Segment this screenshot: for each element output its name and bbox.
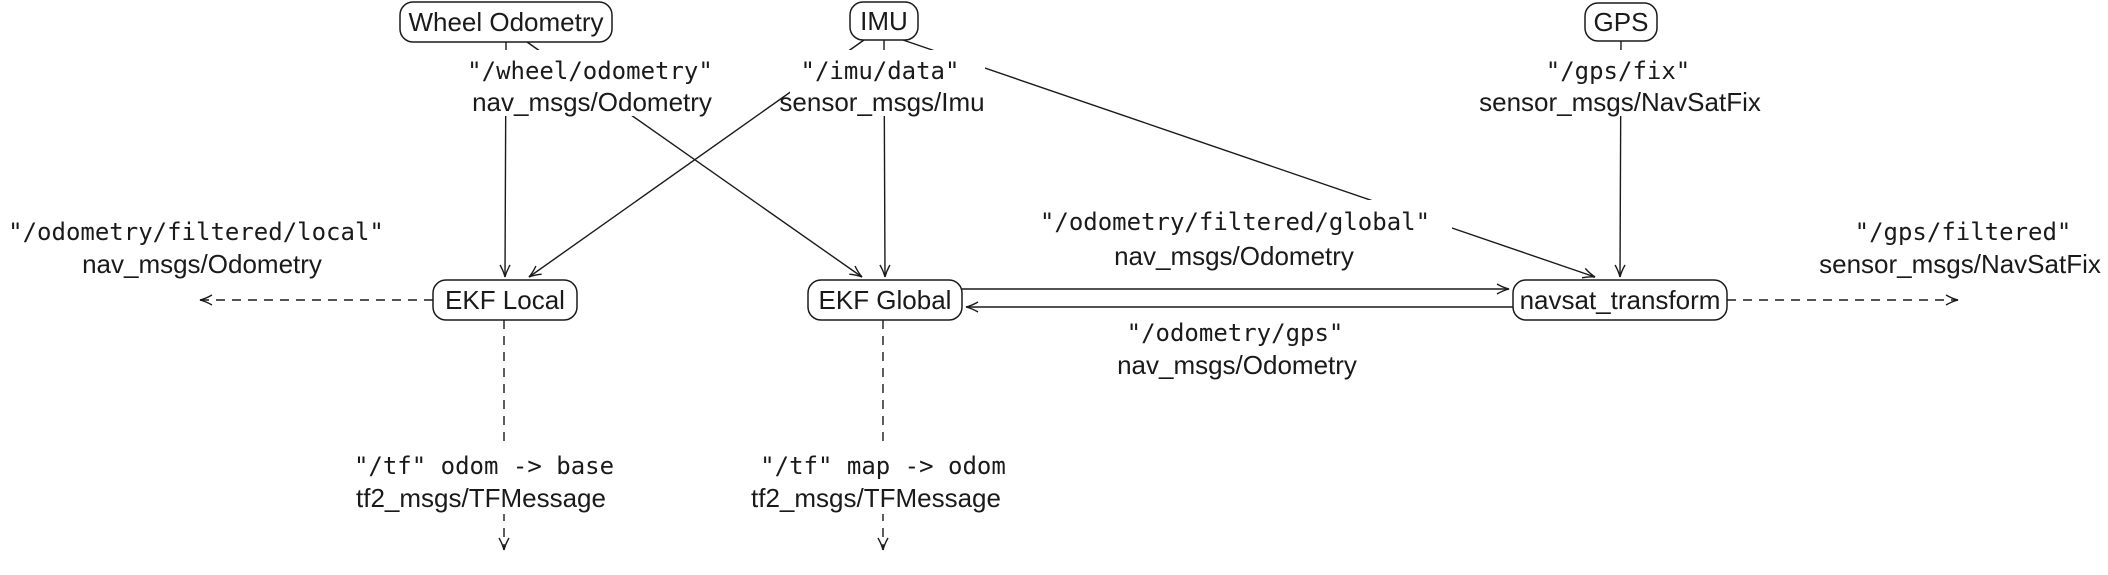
- topic-type: nav_msgs/Odometry: [82, 249, 322, 279]
- node-imu: IMU: [849, 1, 919, 41]
- topic-label-gps-fix: "/gps/fix" sensor_msgs/NavSatFix: [1479, 57, 1761, 117]
- topic-type: sensor_msgs/Imu: [779, 87, 984, 117]
- node-box: [849, 1, 919, 41]
- topic-name: "/odometry/filtered/global": [1040, 208, 1430, 236]
- topic-type: nav_msgs/Odometry: [472, 87, 712, 117]
- topic-name: "/gps/filtered": [1855, 218, 2072, 246]
- topic-type: sensor_msgs/NavSatFix: [1479, 87, 1761, 117]
- node-gps: GPS: [1584, 2, 1658, 42]
- edge-imu-to-navsat-transform: [902, 39, 1596, 279]
- topic-label-tf-odom-base: "/tf" odom -> base tf2_msgs/TFMessage: [354, 452, 614, 513]
- label-mask: [368, 448, 600, 514]
- topic-name: "/wheel/odometry": [467, 57, 713, 85]
- topic-label-gps-filtered: "/gps/filtered" sensor_msgs/NavSatFix: [1819, 218, 2101, 279]
- node-label: Wheel Odometry: [408, 7, 603, 37]
- node-label: GPS: [1594, 7, 1649, 37]
- topic-name: "/tf" odom -> base: [354, 452, 614, 480]
- topic-label-odometry-filtered-local: "/odometry/filtered/local" nav_msgs/Odom…: [8, 218, 384, 279]
- topic-type: sensor_msgs/NavSatFix: [1819, 249, 2101, 279]
- topic-name: "/tf" map -> odom: [760, 452, 1006, 480]
- node-box: [1584, 2, 1658, 42]
- label-mask: [756, 448, 1010, 514]
- label-mask: [1480, 50, 1762, 116]
- node-label: navsat_transform: [1520, 285, 1721, 315]
- topic-type: nav_msgs/Odometry: [1114, 241, 1354, 271]
- label-mask: [458, 50, 718, 116]
- node-box: [399, 1, 613, 43]
- label-mask: [790, 50, 985, 116]
- topic-label-wheel-odometry: "/wheel/odometry" nav_msgs/Odometry: [467, 57, 713, 117]
- node-wheel-odometry: Wheel Odometry: [399, 1, 613, 43]
- node-ekf-local: EKF Local: [432, 279, 578, 321]
- node-box: [432, 279, 578, 321]
- node-navsat-transform: navsat_transform: [1512, 279, 1728, 321]
- topic-name: "/imu/data": [801, 57, 960, 85]
- node-box: [1512, 279, 1728, 321]
- node-label: EKF Local: [445, 285, 565, 315]
- topic-name: "/odometry/filtered/local": [8, 218, 384, 246]
- node-ekf-global: EKF Global: [807, 279, 963, 321]
- topic-name: "/gps/fix": [1546, 57, 1691, 85]
- topic-label-tf-map-odom: "/tf" map -> odom tf2_msgs/TFMessage: [751, 452, 1006, 513]
- topic-type: tf2_msgs/TFMessage: [751, 483, 1001, 513]
- topic-type: tf2_msgs/TFMessage: [356, 483, 606, 513]
- node-label: IMU: [860, 6, 908, 36]
- topic-label-imu-data: "/imu/data" sensor_msgs/Imu: [779, 57, 984, 117]
- topic-type: nav_msgs/Odometry: [1117, 350, 1357, 380]
- node-box: [807, 279, 963, 321]
- topic-name: "/odometry/gps": [1127, 319, 1344, 347]
- label-mask: [1040, 200, 1452, 270]
- topic-label-odometry-gps: "/odometry/gps" nav_msgs/Odometry: [1117, 319, 1357, 380]
- topic-label-odometry-filtered-global: "/odometry/filtered/global" nav_msgs/Odo…: [1040, 208, 1430, 271]
- node-label: EKF Global: [819, 285, 952, 315]
